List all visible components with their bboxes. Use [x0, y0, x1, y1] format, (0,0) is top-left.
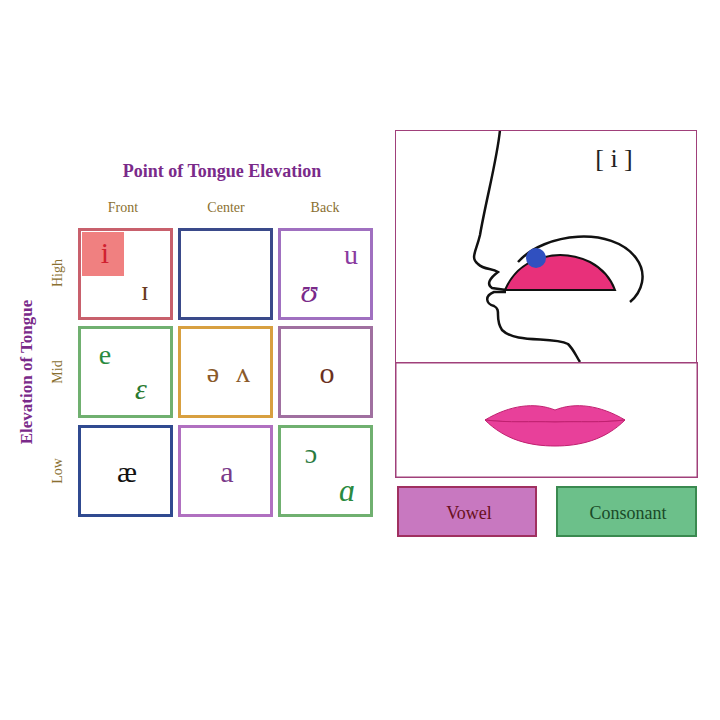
- chart-title: Point of Tongue Elevation: [123, 162, 322, 180]
- button-label: Consonant: [589, 504, 666, 522]
- vowel-symbol: o: [320, 358, 335, 388]
- vowel-cell: iɪ: [78, 228, 173, 320]
- column-label: Back: [311, 201, 340, 215]
- vowel-cell: ɔɑ: [278, 425, 373, 517]
- consonant-button: Consonant: [556, 486, 697, 537]
- lower-lip: [485, 420, 625, 446]
- vowel-symbol: i: [101, 238, 109, 268]
- chin-profile: [487, 292, 580, 362]
- button-label: Vowel: [446, 504, 492, 522]
- tongue: [505, 255, 615, 290]
- vowel-symbol: u: [344, 241, 358, 269]
- vowel-cell: a: [178, 425, 273, 517]
- vowel-cell: eɛ: [78, 326, 173, 418]
- vowel-symbol: ʊ: [301, 275, 318, 307]
- row-label: Mid: [51, 360, 65, 383]
- vowel-cell: uʊ: [278, 228, 373, 320]
- vowel-symbol: ɛ: [135, 374, 147, 404]
- phonetic-label: [ i ]: [595, 146, 633, 172]
- vowel-cell: o: [278, 326, 373, 418]
- vowel-symbol: e: [99, 341, 111, 369]
- elevation-dot: [526, 248, 546, 268]
- axis-title: Elevation of Tongue: [18, 300, 35, 445]
- empty-cell: [180, 230, 272, 319]
- vowel-cell: æ: [78, 425, 173, 517]
- vowel-button: Vowel: [397, 486, 537, 537]
- vowel-symbol: ɑ: [339, 474, 355, 506]
- row-label: High: [51, 259, 65, 287]
- row-label: Low: [51, 458, 65, 484]
- vowel-symbol: a: [220, 457, 233, 487]
- vowel-symbol: ə: [207, 359, 219, 387]
- vowel-cell: əʌ: [178, 326, 273, 418]
- column-label: Center: [207, 201, 244, 215]
- vowel-symbol: æ: [117, 457, 137, 487]
- vowel-symbol: ɪ: [141, 277, 149, 305]
- vowel-symbol: ʌ: [236, 359, 250, 387]
- column-label: Front: [108, 201, 138, 215]
- face-profile: [474, 130, 506, 290]
- lips-panel: [396, 363, 698, 478]
- vowel-symbol: ɔ: [305, 440, 317, 468]
- highlight-square: [82, 232, 124, 276]
- upper-lip: [485, 406, 625, 422]
- articulation-panel: [ i ]: [395, 130, 697, 363]
